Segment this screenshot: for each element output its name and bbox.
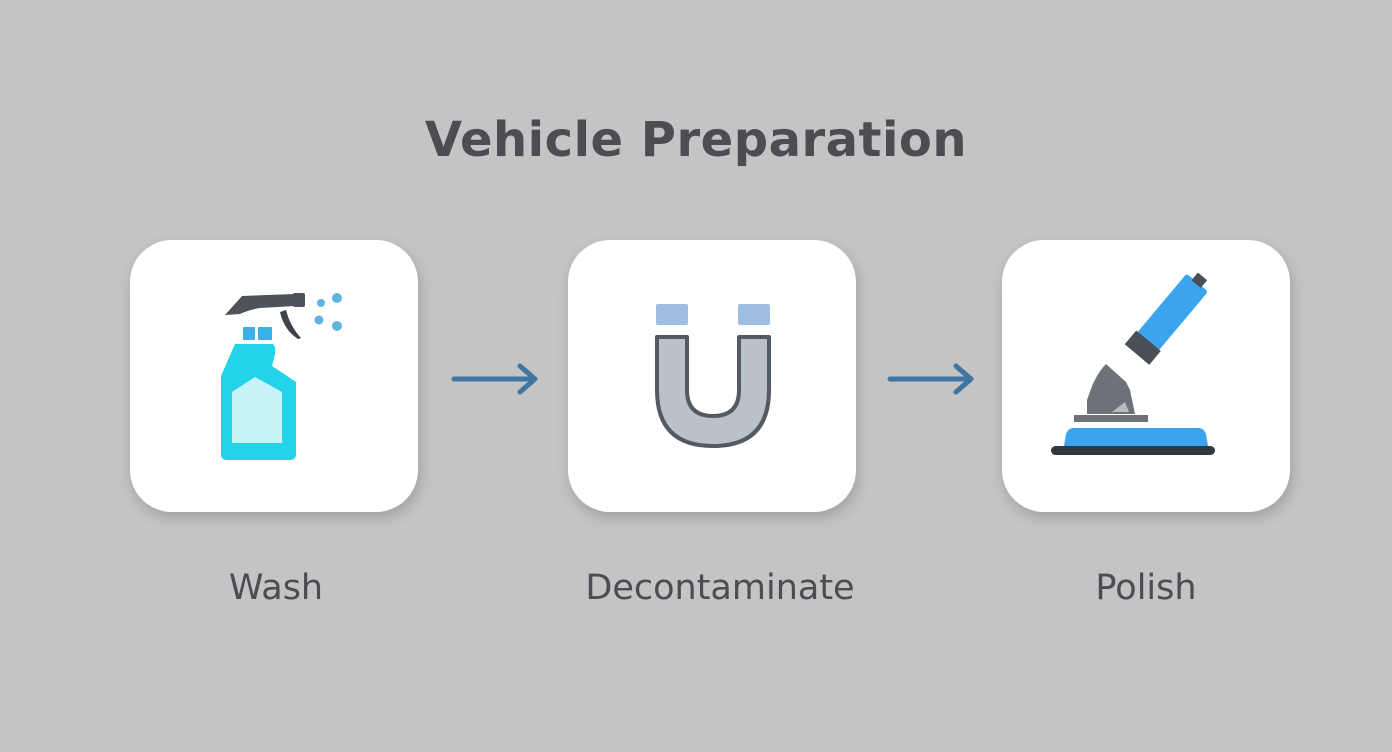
step-card-polish — [1002, 240, 1290, 512]
step-card-wash — [130, 240, 418, 512]
magnet-icon — [655, 304, 771, 448]
step-label-decontaminate: Decontaminate — [585, 568, 855, 608]
step-card-decontaminate — [568, 240, 856, 512]
step-label-wash: Wash — [228, 568, 324, 608]
polisher-icon — [1051, 272, 1215, 455]
arrow-right-icon — [448, 360, 544, 400]
step-label-polish: Polish — [1095, 568, 1197, 608]
arrow-right-icon — [884, 360, 980, 400]
spray-bottle-icon — [221, 293, 342, 460]
diagram-title: Vehicle Preparation — [424, 112, 968, 168]
